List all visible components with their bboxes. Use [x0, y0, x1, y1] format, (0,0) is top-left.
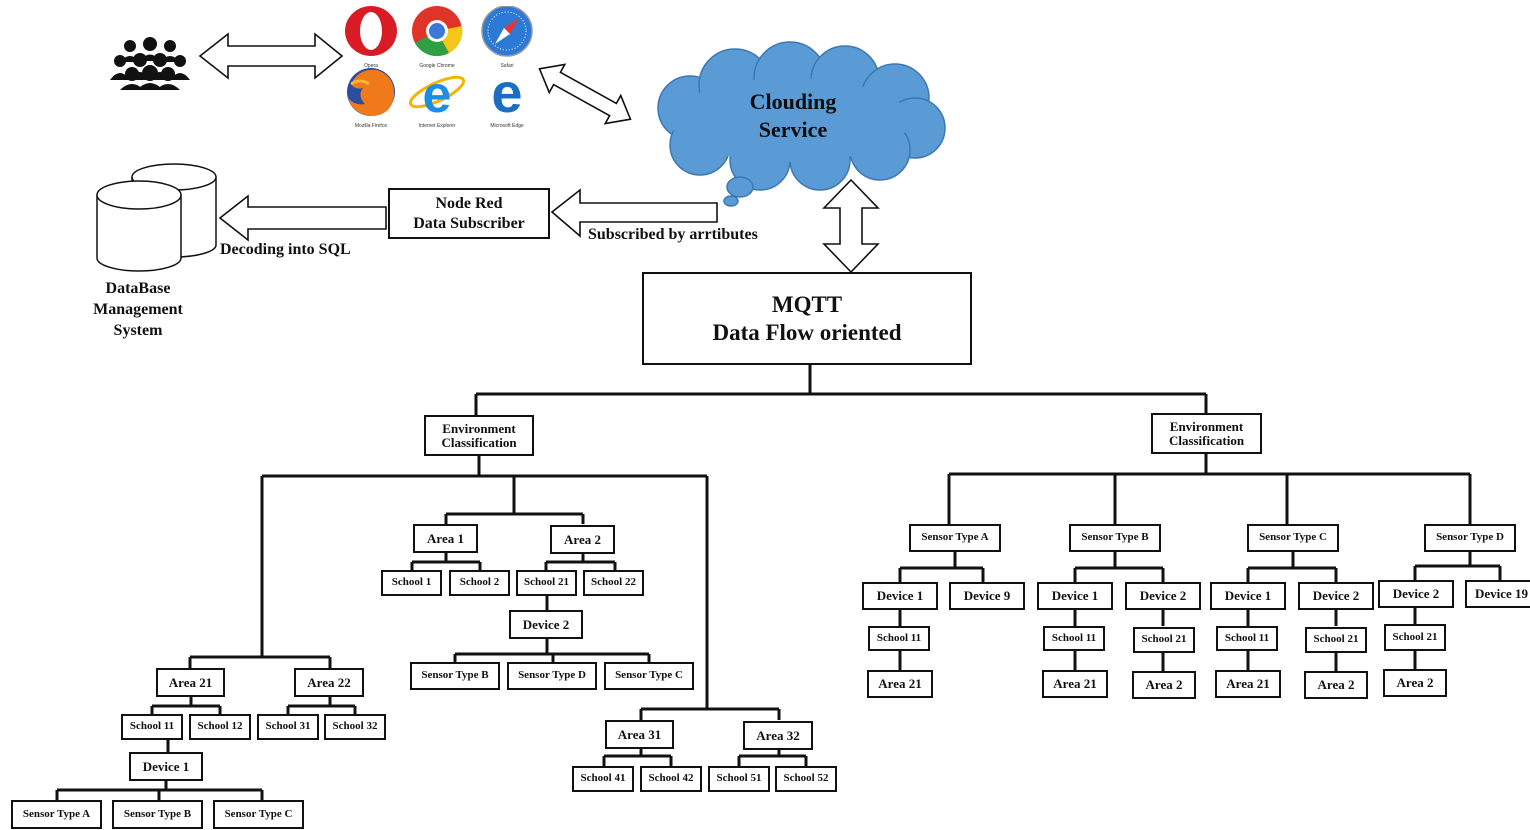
cloud-line2: Service [758, 117, 828, 142]
cloud-shape [657, 41, 946, 207]
device-2-left: Device 2 [509, 610, 583, 639]
area-31: Area 31 [605, 720, 674, 749]
sensor-type-a-left: Sensor Type A [11, 800, 102, 829]
node-red-subscriber: Node Red Data Subscriber [388, 188, 550, 239]
school-31: School 31 [257, 714, 319, 740]
school-22: School 22 [583, 570, 644, 596]
mqtt-line1: MQTT [771, 291, 843, 317]
firefox-caption: Mozilla Firefox [354, 123, 388, 129]
svg-text:e: e [423, 66, 452, 118]
opera-caption: Opera [364, 63, 378, 69]
b-area-2: Area 2 [1132, 671, 1196, 699]
school-11: School 11 [121, 714, 183, 740]
school-21: School 21 [516, 570, 577, 596]
area-1: Area 1 [413, 524, 478, 553]
b-school-21: School 21 [1133, 627, 1195, 653]
subscribed-label: Subscribed by arrtibutes [588, 226, 758, 243]
sensor-type-b-mid: Sensor Type B [410, 662, 500, 690]
d-device-2: Device 2 [1378, 580, 1454, 608]
c-school-21: School 21 [1305, 627, 1367, 653]
subscribe-arrow [550, 188, 718, 238]
db-line2: Management [93, 301, 183, 318]
school-41: School 41 [572, 766, 634, 792]
database-cylinders [96, 163, 217, 272]
b-device-1: Device 1 [1037, 582, 1113, 610]
area-32: Area 32 [743, 721, 813, 750]
sensor-type-b-right: Sensor Type B [1069, 524, 1161, 552]
sensor-type-d-mid: Sensor Type D [507, 662, 597, 690]
env-classification-left: Environment Classification [424, 415, 534, 456]
env-classification-right: Environment Classification [1151, 413, 1262, 454]
school-2: School 2 [449, 570, 510, 596]
area-22: Area 22 [294, 668, 364, 697]
b-device-2: Device 2 [1125, 582, 1201, 610]
a-school-11: School 11 [868, 626, 930, 651]
node-red-line2: Data Subscriber [413, 214, 525, 232]
opera-icon: Opera [341, 6, 401, 69]
edge-caption: Microsoft Edge [490, 123, 524, 129]
database-label: DataBase Management System [68, 278, 208, 341]
browser-cloud-arrow [538, 63, 632, 125]
mqtt-broker: MQTT Data Flow oriented [642, 272, 972, 365]
a-area-21: Area 21 [867, 670, 933, 698]
c-device-2: Device 2 [1298, 582, 1374, 610]
sensor-type-a-right: Sensor Type A [909, 524, 1001, 552]
users-group-icon [108, 36, 192, 90]
d-school-21: School 21 [1384, 624, 1446, 651]
area-2: Area 2 [550, 525, 615, 554]
decode-arrow [218, 194, 387, 242]
firefox-icon: Mozilla Firefox [341, 66, 401, 129]
d-area-2: Area 2 [1383, 669, 1447, 697]
sensor-type-b-left: Sensor Type B [112, 800, 203, 829]
c-device-1: Device 1 [1210, 582, 1286, 610]
d-device-19: Device 19 [1465, 580, 1530, 608]
svg-text:e: e [491, 66, 522, 118]
c-area-2: Area 2 [1304, 671, 1368, 699]
safari-icon: Safari [477, 5, 537, 69]
ie-caption: Internet Explorer [418, 123, 456, 129]
chrome-icon: Google Chrome [407, 6, 467, 69]
chrome-caption: Google Chrome [419, 63, 455, 69]
a-device-1: Device 1 [862, 582, 938, 610]
db-line3: System [113, 322, 163, 339]
cloud-mqtt-arrow [822, 178, 880, 274]
school-51: School 51 [708, 766, 770, 792]
area-21: Area 21 [156, 668, 225, 697]
a-device-9: Device 9 [949, 582, 1025, 610]
mqtt-line2: Data Flow oriented [712, 319, 902, 345]
tree-lines [55, 364, 1502, 800]
school-32: School 32 [324, 714, 386, 740]
b-area-21: Area 21 [1042, 670, 1108, 698]
sensor-type-c-left: Sensor Type C [213, 800, 304, 829]
sensor-type-c-right: Sensor Type C [1247, 524, 1339, 552]
c-area-21: Area 21 [1215, 670, 1281, 698]
c-school-11: School 11 [1216, 626, 1278, 651]
db-line1: DataBase [105, 280, 171, 297]
school-42: School 42 [640, 766, 702, 792]
cloud-label: Clouding Service [713, 88, 873, 144]
safari-caption: Safari [500, 63, 514, 69]
device-1-left: Device 1 [129, 752, 203, 781]
school-1: School 1 [381, 570, 442, 596]
school-52: School 52 [775, 766, 837, 792]
internet-explorer-icon: e Internet Explorer [407, 66, 467, 129]
edge-icon: e Microsoft Edge [477, 61, 537, 129]
decoding-label: Decoding into SQL [220, 241, 351, 258]
school-12: School 12 [189, 714, 251, 740]
cloud-line1: Clouding [749, 89, 837, 114]
sensor-type-c-mid: Sensor Type C [604, 662, 694, 690]
b-school-11: School 11 [1043, 626, 1105, 651]
users-browser-arrow [198, 32, 344, 80]
sensor-type-d-right: Sensor Type D [1424, 524, 1516, 552]
node-red-line1: Node Red [435, 194, 503, 212]
